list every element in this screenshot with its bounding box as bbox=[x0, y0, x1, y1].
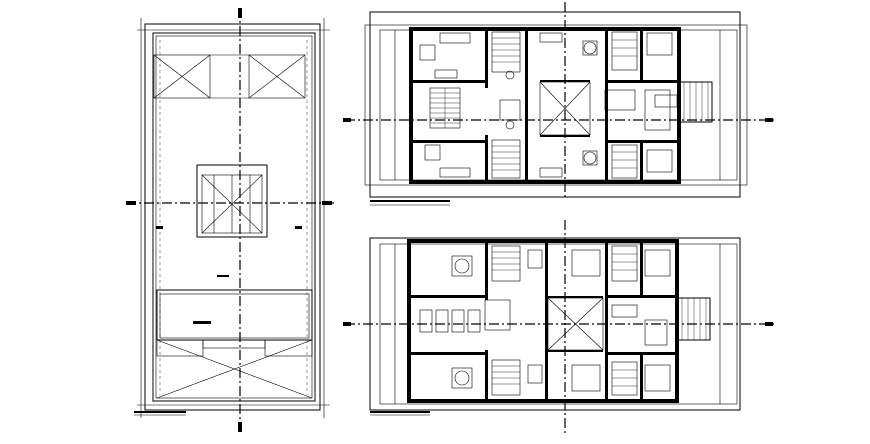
lower-plan-title-bar bbox=[370, 411, 430, 413]
roof-skylight-top bbox=[153, 54, 306, 99]
lower-light-well bbox=[547, 297, 604, 351]
roof-plan bbox=[126, 8, 334, 433]
lower-furniture bbox=[419, 249, 671, 392]
upper-furniture bbox=[419, 32, 673, 178]
lower-floor-plan bbox=[343, 220, 775, 434]
upper-stair-center bbox=[491, 31, 638, 179]
upper-light-well bbox=[539, 81, 591, 136]
upper-annex bbox=[654, 81, 713, 123]
roof-parapet bbox=[152, 32, 316, 402]
upper-floor-plan bbox=[343, 2, 775, 206]
upper-plan-title-bar bbox=[370, 200, 450, 202]
upper-outer-frame bbox=[369, 11, 741, 198]
lower-stairs bbox=[491, 245, 638, 396]
roof-lower-block bbox=[156, 289, 313, 399]
roof-central-skylight bbox=[196, 164, 268, 238]
roof-outer-frame bbox=[144, 23, 321, 411]
upper-stair-left bbox=[429, 87, 461, 129]
upper-walls bbox=[410, 28, 680, 183]
lower-walls bbox=[408, 240, 678, 402]
lower-annex bbox=[677, 297, 711, 341]
roof-plan-title-bar bbox=[134, 411, 186, 413]
